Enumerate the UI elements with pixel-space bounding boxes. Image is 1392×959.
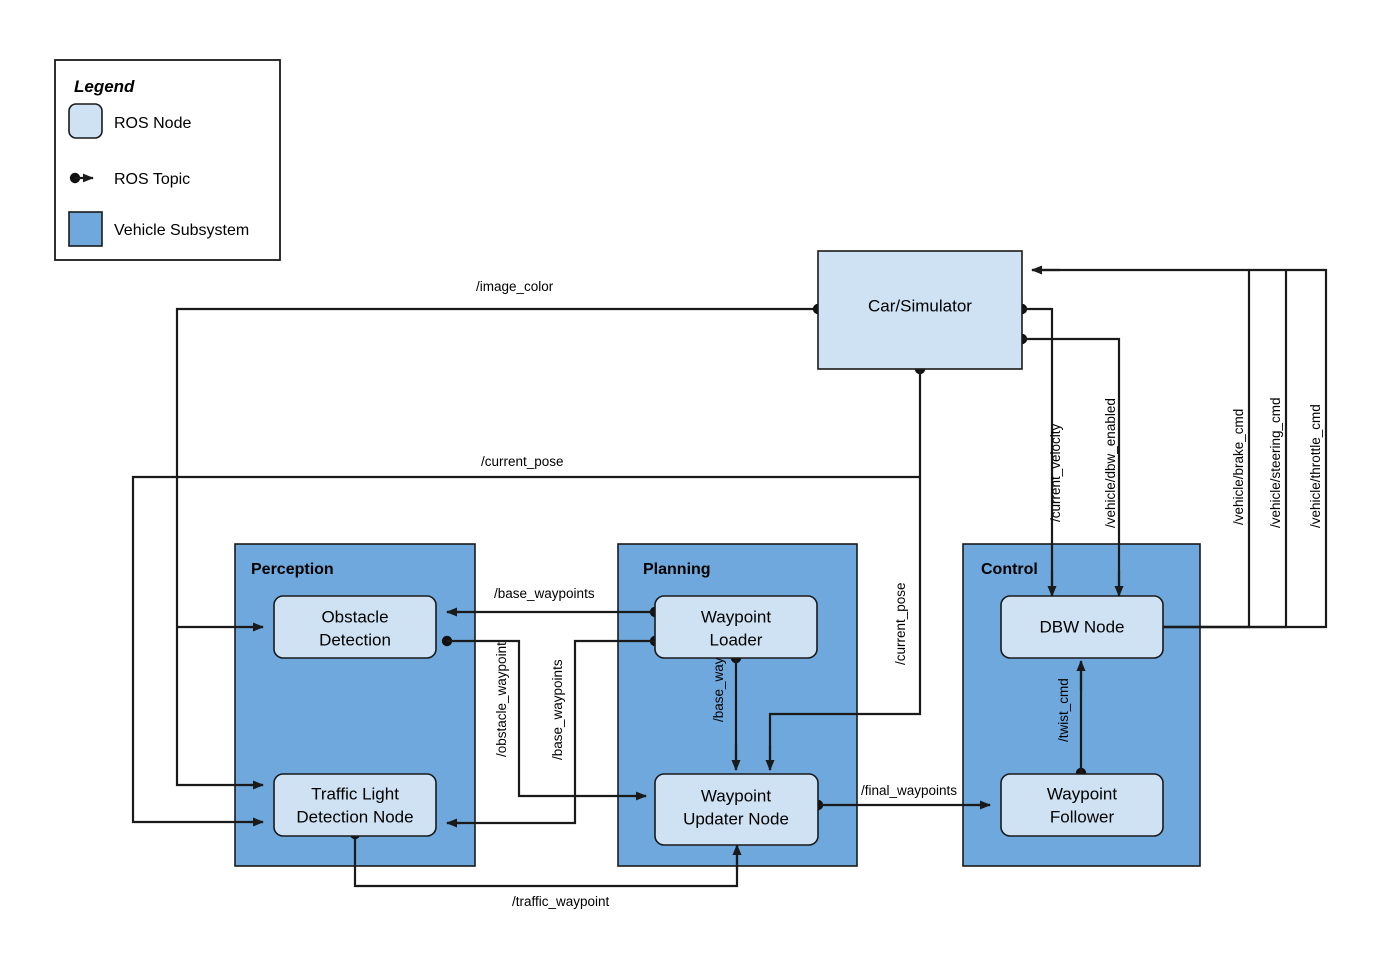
node-waypoint-follower-line1: Waypoint xyxy=(1047,784,1118,803)
legend-title: Legend xyxy=(74,77,135,96)
node-waypoint-loader-line2: Loader xyxy=(710,630,763,649)
node-traffic-light-line2: Detection Node xyxy=(296,807,413,826)
topic-label-twist-cmd: /twist_cmd xyxy=(1056,678,1071,742)
topic-label-obstacle-waypoint: /obstacle_waypoint xyxy=(494,642,509,757)
subsystem-planning-label: Planning xyxy=(643,561,711,578)
node-waypoint-loader-line1: Waypoint xyxy=(701,607,772,626)
edge-current-pose-horizontal xyxy=(131,475,920,827)
legend-item-label-vehicle-subsystem: Vehicle Subsystem xyxy=(114,222,249,239)
topic-label-current-pose-vertical: /current_pose xyxy=(893,582,908,665)
node-traffic-light-detection[interactable]: Traffic Light Detection Node xyxy=(273,773,437,837)
legend-item-label-ros-topic: ROS Topic xyxy=(114,171,190,188)
ros-node-swatch xyxy=(68,103,103,139)
topic-label-steering-cmd: /vehicle/steering_cmd xyxy=(1268,397,1283,528)
node-dbw-label: DBW Node xyxy=(1039,617,1124,636)
node-obstacle-detection-line2: Detection xyxy=(319,630,391,649)
topic-label-traffic-waypoint: /traffic_waypoint xyxy=(512,894,610,909)
vehicle-subsystem-swatch xyxy=(68,211,103,247)
topic-label-image-color: /image_color xyxy=(476,279,554,294)
node-waypoint-updater[interactable]: Waypoint Updater Node xyxy=(654,773,819,846)
node-waypoint-loader[interactable]: Waypoint Loader xyxy=(654,595,818,659)
node-waypoint-follower[interactable]: Waypoint Follower xyxy=(1000,773,1164,837)
topic-label-final-waypoints: /final_waypoints xyxy=(861,783,957,798)
subsystem-control-label: Control xyxy=(981,561,1038,578)
node-car-simulator-label: Car/Simulator xyxy=(868,296,972,315)
topic-label-base-waypoints-traffic: /base_waypoints xyxy=(550,659,565,760)
edge-arrowheads-overlay xyxy=(250,265,1124,870)
edge-vehicle-commands xyxy=(1031,265,1328,629)
topic-label-current-pose-horizontal: /current_pose xyxy=(481,454,564,469)
node-car-simulator[interactable]: Car/Simulator xyxy=(817,250,1023,370)
node-waypoint-updater-line1: Waypoint xyxy=(701,786,772,805)
node-traffic-light-line1: Traffic Light xyxy=(311,784,399,803)
topic-label-dbw-enabled: /vehicle/dbw_enabled xyxy=(1103,398,1118,528)
node-dbw[interactable]: DBW Node xyxy=(1000,595,1164,659)
topic-label-base-waypoints-horizontal: /base_waypoints xyxy=(494,586,595,601)
node-obstacle-detection-line1: Obstacle xyxy=(321,607,388,626)
edge-obstacle-waypoint xyxy=(441,635,647,801)
node-obstacle-detection[interactable]: Obstacle Detection xyxy=(273,595,437,659)
node-waypoint-follower-line2: Follower xyxy=(1050,807,1115,826)
legend-item-label-ros-node: ROS Node xyxy=(114,115,191,132)
topic-label-current-velocity: /current_velocity xyxy=(1048,423,1063,522)
topic-label-throttle-cmd: /vehicle/throttle_cmd xyxy=(1308,404,1323,528)
node-waypoint-updater-line2: Updater Node xyxy=(683,809,789,828)
ros-topic-arrow xyxy=(69,172,94,184)
legend: Legend ROS Node ROS Topic Vehicle Subsys… xyxy=(54,59,281,261)
subsystem-perception-label: Perception xyxy=(251,561,334,578)
topic-label-brake-cmd: /vehicle/brake_cmd xyxy=(1231,409,1246,525)
